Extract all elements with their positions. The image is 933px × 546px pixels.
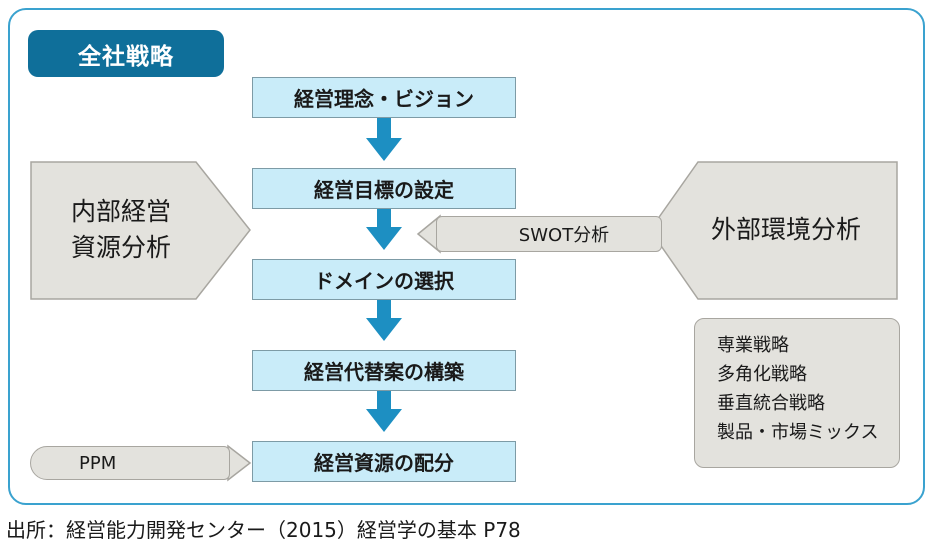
external-analysis-label: 外部環境分析 xyxy=(710,215,861,244)
down-arrow-1 xyxy=(366,118,402,161)
strategy-item-3: 垂直統合戦略 xyxy=(717,393,825,414)
source-citation: 出所：経営能力開発センター（2015）経営学の基本 P78 xyxy=(6,518,521,542)
internal-analysis-shape xyxy=(30,161,251,300)
down-arrow-4 xyxy=(366,391,402,432)
step-goal-setting: 経営目標の設定 xyxy=(252,168,516,209)
step-allocation: 経営資源の配分 xyxy=(252,441,516,482)
swot-label: SWOT分析 xyxy=(518,225,610,246)
title-badge: 全社戦略 xyxy=(28,30,224,77)
internal-analysis-line2: 資源分析 xyxy=(70,233,171,262)
internal-analysis-line1: 内部経営 xyxy=(70,197,171,226)
strategy-item-4: 製品・市場ミックス xyxy=(717,422,879,443)
step-vision: 経営理念・ビジョン xyxy=(252,77,516,118)
step-alternatives: 経営代替案の構築 xyxy=(252,350,516,391)
down-arrow-2 xyxy=(366,209,402,250)
swot-box: SWOT分析 xyxy=(436,216,662,252)
internal-analysis-label: 内部経営 資源分析 xyxy=(36,192,206,268)
strategy-item-1: 専業戦略 xyxy=(717,335,789,356)
down-arrow-3 xyxy=(366,300,402,341)
strategy-item-2: 多角化戦略 xyxy=(717,364,807,385)
ppm-box: PPM xyxy=(30,446,230,480)
strategy-list-box: 専業戦略 多角化戦略 垂直統合戦略 製品・市場ミックス xyxy=(694,318,900,468)
step-domain: ドメインの選択 xyxy=(252,259,516,300)
ppm-arrow-head xyxy=(227,444,252,482)
ppm-label: PPM xyxy=(79,452,117,474)
